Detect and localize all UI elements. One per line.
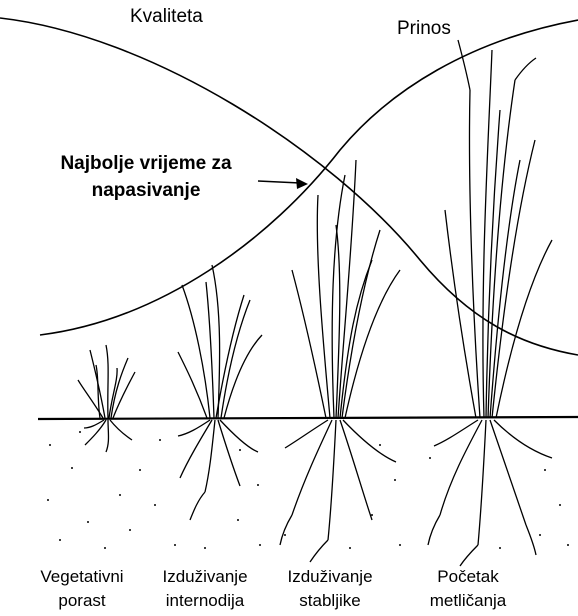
callout-line-1: Najbolje vrijeme za bbox=[6, 150, 286, 177]
stage-label-heading: Početak metličanja bbox=[393, 565, 543, 613]
plant-vegetative bbox=[78, 345, 135, 452]
ground-line bbox=[38, 417, 578, 419]
stage-label-line-2: stabljike bbox=[255, 589, 405, 613]
stage-label-line-1: Početak bbox=[393, 565, 543, 589]
roots-vegetative bbox=[84, 420, 132, 452]
plant-internode bbox=[178, 265, 262, 520]
callout-line-2: napasivanje bbox=[6, 177, 286, 204]
soil-dots bbox=[47, 431, 569, 549]
stage-label-stem: Izduživanje stabljike bbox=[255, 565, 405, 613]
plant-heading bbox=[428, 40, 552, 566]
roots-internode bbox=[178, 420, 258, 520]
yield-curve-label: Prinos bbox=[397, 18, 451, 40]
best-grazing-time-callout: Najbolje vrijeme za napasivanje bbox=[6, 150, 286, 204]
stage-label-line-2: metličanja bbox=[393, 589, 543, 613]
stage-label-line-1: Izduživanje bbox=[255, 565, 405, 589]
plant-stem bbox=[280, 160, 400, 562]
quality-curve-label: Kvaliteta bbox=[130, 6, 203, 28]
roots-stem bbox=[280, 420, 396, 562]
roots-heading bbox=[428, 420, 552, 566]
